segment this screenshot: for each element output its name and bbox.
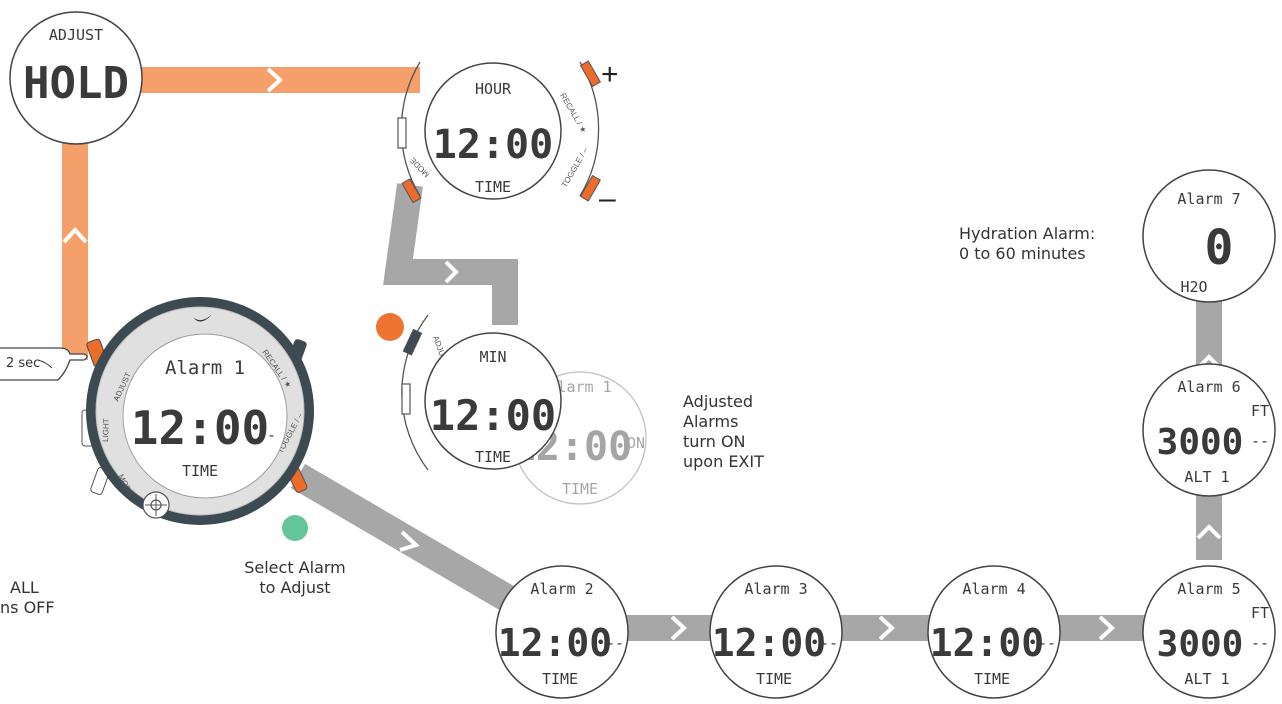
adjusted-line-1: Adjusted [683,392,754,411]
light-button[interactable] [397,117,407,149]
right-chevron-icon [399,530,420,552]
screen-top-text: Alarm 4 [962,580,1025,598]
screen-top-text: Alarm 1 [165,357,245,379]
main-watch: ADJUST LIGHT MODE RECALL / ★ TOGGLE / – … [81,297,314,525]
up-chevron-icon [1196,524,1222,540]
pressing-hand-icon [0,347,88,381]
green-step-dot [282,515,308,541]
screen-bottom-text: TIME [475,448,511,466]
alarm2-screen: Alarm 2 12:00 -- TIME [495,565,629,699]
screen-top-text: Alarm 6 [1177,378,1240,396]
screen-top-text: Alarm 1 [548,378,611,396]
screen-main-text: HOLD [23,58,129,109]
toggle-minus-button[interactable] [579,174,602,202]
right-chevron-icon [444,260,459,284]
right-chevron-icon [670,615,687,641]
screen-bottom-text: ALT 1 [1184,468,1229,486]
light-button[interactable] [401,383,411,415]
select-alarm-note: Select Alarm to Adjust [225,558,365,598]
screen-main-text: 12:00 [433,122,553,168]
screen-top-text: Alarm 7 [1177,190,1240,208]
orange-step-dot [376,313,404,341]
recall-label: RECALL / ★ [558,92,588,135]
screen-bottom-text: TIME [475,178,511,196]
screen-top-text: Alarm 3 [744,580,807,598]
right-chevron-icon [878,615,895,641]
screen-main-text: 12:00 [498,621,612,665]
screen-main-text: 12:00 [131,401,269,455]
screen-top-text: MIN [479,348,506,366]
minus-sign: – [599,182,616,215]
screen-top-text: Alarm 5 [1177,580,1240,598]
watch-display [122,333,288,499]
mode-label: MODE [408,156,431,179]
alarm4-screen: Alarm 4 12:00 -- TIME [927,565,1061,699]
hydration-line-2: 0 to 60 minutes [959,244,1086,263]
screen-main-text: 12:00 [430,391,556,440]
screen-bottom-text: TIME [756,670,792,688]
screen-main-text: 0 [1205,220,1234,276]
screen-unit-text: FT [1251,402,1269,420]
toggle-label: TOGGLE / – [560,146,590,189]
screen-suffix-text: -- [258,426,276,444]
adjusted-line-3: turn ON [683,432,746,451]
alarm6-screen: Alarm 6 3000 FT -- ALT 1 [1142,363,1276,497]
screen-bottom-text: H2O [1180,278,1207,296]
plus-sign: + [601,58,619,91]
screen-top-text: Alarm 2 [530,580,593,598]
cut-line-2: ns OFF [0,598,55,617]
alarm5-screen: Alarm 5 3000 FT -- ALT 1 [1142,565,1276,699]
right-chevron-icon [266,67,283,93]
screen-main-text: 12:00 [930,621,1044,665]
screen-bottom-text: TIME [182,462,218,480]
swoosh-logo-icon [194,314,212,322]
alarm3-screen: Alarm 3 12:00 -- TIME [709,565,843,699]
gray-flow-path-adjust [383,183,518,325]
recall-plus-button[interactable] [579,60,602,88]
screen-suffix-text: -- [1251,432,1269,450]
alarm7-screen: Alarm 7 0 H2O [1142,169,1276,303]
light-label: LIGHT [101,418,111,442]
screen-bottom-text: ALT 1 [1184,670,1229,688]
screen-main-text: 12:00 [712,621,826,665]
cut-off-note: ALL ns OFF [0,578,55,618]
screen-suffix-text: -- [1038,634,1056,652]
right-chevron-icon [1098,615,1115,641]
press-duration-label: 2 sec [6,356,41,371]
screen-suffix-text: -- [820,634,838,652]
adjusted-line-4: upon EXIT [683,452,764,471]
screen-suffix-text: -- [1251,634,1269,652]
mode-button[interactable] [401,178,422,204]
hour-screen: RECALL / ★ TOGGLE / – MODE HOUR 12:00 TI… [397,58,619,215]
min-screen: ADJUST MIN 12:00 TIME [401,314,562,471]
screen-unit-text: FT [1251,604,1269,622]
adjusted-line-2: Alarms [683,412,739,431]
screen-bottom-text: TIME [542,670,578,688]
screen-suffix-text: ON [627,434,645,452]
screen-main-text: 3000 [1157,422,1244,463]
screen-main-text: 3000 [1157,624,1244,665]
up-chevron-icon [62,227,88,244]
hydration-label: Hydration Alarm: 0 to 60 minutes [959,224,1095,264]
screen-top-text: HOUR [475,80,512,98]
adjust-hold-screen: ADJUST HOLD [9,11,143,145]
adjusted-alarms-note: Adjusted Alarms turn ON upon EXIT [683,392,764,472]
cut-line-1: ALL [10,578,39,597]
screen-bottom-text: TIME [974,670,1010,688]
select-line-2: to Adjust [259,578,331,597]
adjust-button[interactable] [402,328,423,356]
select-line-1: Select Alarm [244,558,346,577]
hydration-line-1: Hydration Alarm: [959,224,1096,243]
screen-top-text: ADJUST [49,26,103,44]
screen-bottom-text: TIME [562,480,598,498]
screen-suffix-text: -- [606,634,624,652]
